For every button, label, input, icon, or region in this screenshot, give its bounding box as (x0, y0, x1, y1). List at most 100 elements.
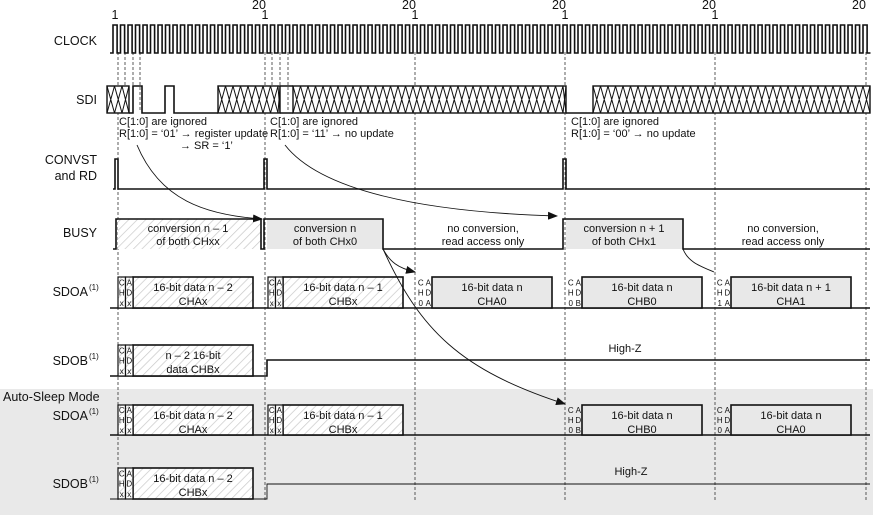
tick-label-1: 1 (112, 8, 119, 22)
data-frame-label: CHA0 (776, 424, 805, 436)
adc-bit-label: x (127, 367, 131, 376)
channel-bit-label: C (119, 346, 125, 355)
channel-bit-label: C (717, 406, 723, 415)
tick-label-1: 1 (562, 8, 569, 22)
sdi-note-1: C[1:0] are ignored R[1:0] = ‘01’ → regis… (119, 116, 268, 152)
adc-bit-label: A (576, 406, 582, 415)
data-frame-label: 16-bit data n + 1 (751, 282, 831, 294)
footnote-ref-auto-sleep-sdoa: (1) (89, 407, 99, 416)
busy-label: read access only (742, 236, 825, 248)
data-frame-label: 16-bit data n – 2 (153, 410, 233, 422)
tick-label-20: 20 (852, 0, 866, 12)
sdi-note-3: C[1:0] are ignored R[1:0] = ‘00’ → no up… (571, 116, 696, 140)
channel-bit-label: 0 (569, 426, 574, 435)
data-frame-label: data CHBx (166, 364, 220, 376)
adc-bit-label: D (575, 416, 581, 425)
channel-bit-label: C (269, 278, 275, 287)
channel-bit-label: x (120, 367, 124, 376)
busy-label: of both CHx1 (592, 236, 656, 248)
tick-label-20: 20 (252, 0, 266, 12)
adc-bit-label: x (127, 299, 131, 308)
adc-bit-label: D (724, 416, 730, 425)
signal-label-convst: CONVST (45, 153, 97, 167)
channel-bit-label: x (120, 299, 124, 308)
adc-bit-label: D (724, 289, 730, 298)
busy-conversion-n (267, 219, 383, 249)
channel-bit-label: 1 (718, 299, 723, 308)
channel-bit-label: H (418, 289, 424, 298)
adc-bit-label: A (277, 406, 283, 415)
footnote-ref-sdob: (1) (89, 352, 99, 361)
adc-bit-label: x (277, 426, 281, 435)
busy-label: no conversion, (447, 223, 519, 235)
adc-bit-label: B (576, 299, 581, 308)
channel-bit-label: H (269, 416, 275, 425)
sdi-note-2: C[1:0] are ignored R[1:0] = ‘11’ → no up… (270, 116, 394, 140)
arrow-sdi-to-conversion-n-plus-1 (284, 144, 558, 220)
clock-waveform (110, 24, 871, 54)
data-frame-label: CHAx (179, 296, 208, 308)
channel-bit-label: H (717, 289, 723, 298)
sdi-note-text: C[1:0] are ignored (119, 116, 207, 128)
busy-label: conversion n + 1 (583, 223, 664, 235)
adc-bit-label: A (426, 299, 432, 308)
adc-bit-label: A (277, 278, 283, 287)
sdi-note-text: R[1:0] = ‘11’ → no update (270, 128, 394, 140)
adc-bit-label: D (575, 289, 581, 298)
signal-label-rd: and RD (55, 169, 97, 183)
frame-boundary-lines (117, 52, 867, 500)
data-frame-label: n – 2 16-bit (165, 350, 220, 362)
sdi-dont-care-segment (106, 85, 130, 114)
data-frame-label: 16-bit data n – 1 (303, 282, 383, 294)
channel-bit-label: C (717, 278, 723, 287)
sdi-note-text: R[1:0] = ‘00’ → no update (571, 128, 696, 140)
channel-bit-label: C (269, 406, 275, 415)
arrow-busy-to-sdoa-cha0 (382, 248, 416, 274)
signal-label-auto-sleep-sdoa: SDOA (53, 409, 89, 423)
channel-bit-label: x (270, 426, 274, 435)
data-frame-label: 16-bit data n (461, 282, 522, 294)
adc-bit-label: A (725, 299, 731, 308)
channel-bit-label: C (418, 278, 424, 287)
channel-bit-label: H (269, 289, 275, 298)
adc-bit-label: x (127, 490, 131, 499)
footnote-ref-sdoa: (1) (89, 283, 99, 292)
channel-bit-label: 0 (718, 426, 723, 435)
adc-bit-label: B (576, 426, 581, 435)
footnote-ref-auto-sleep-sdob: (1) (89, 475, 99, 484)
adc-bit-label: A (127, 406, 133, 415)
busy-label: of both CHxx (156, 236, 220, 248)
sdi-dont-care-segment (217, 85, 281, 114)
sdi-waveform (106, 85, 871, 114)
sdi-note-text: C[1:0] are ignored (270, 116, 358, 128)
arrow-busy-to-sdoa-cha1 (682, 248, 715, 273)
sdi-note-text: C[1:0] are ignored (571, 116, 659, 128)
adc-bit-label: A (725, 426, 731, 435)
adc-bit-label: x (127, 426, 131, 435)
channel-bit-label: C (119, 406, 125, 415)
channel-bit-label: 0 (419, 299, 424, 308)
signal-label-busy: BUSY (63, 226, 98, 240)
data-frame-label: 16-bit data n – 2 (153, 473, 233, 485)
channel-bit-label: H (119, 480, 125, 489)
arrow-register-update-to-conversion (136, 144, 263, 223)
data-frame-label: 16-bit data n (760, 410, 821, 422)
data-frame-label: 16-bit data n (611, 282, 672, 294)
convst-rd-waveform (113, 158, 870, 190)
signal-label-sdoa: SDOA (53, 285, 89, 299)
data-frame-label: 16-bit data n – 1 (303, 410, 383, 422)
busy-label: read access only (442, 236, 525, 248)
sdi-dont-care-segment (292, 85, 567, 114)
channel-bit-label: H (568, 289, 574, 298)
channel-bit-label: H (119, 357, 125, 366)
